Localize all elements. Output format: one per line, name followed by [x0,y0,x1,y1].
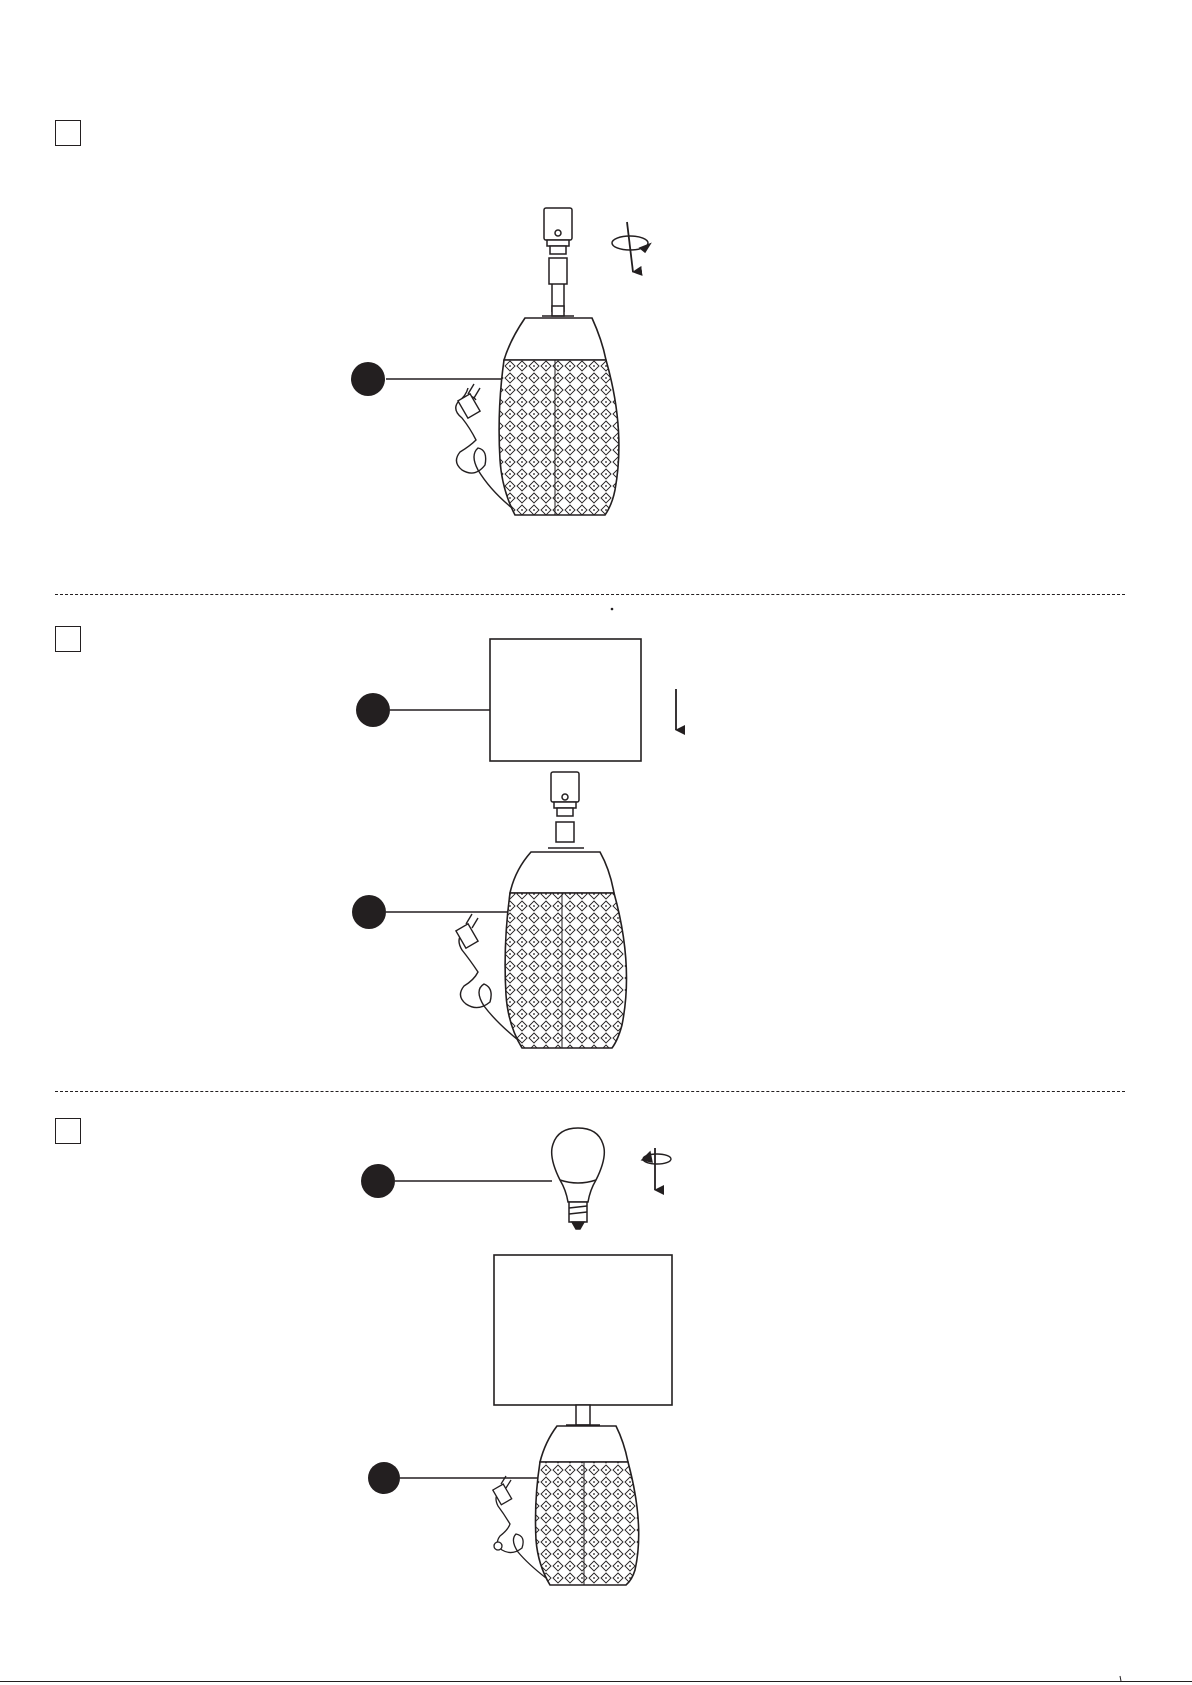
lamp-base [499,318,619,515]
part-callout-marker [352,895,386,929]
lamp-base [505,852,626,1048]
lamp-neck [576,1405,590,1425]
part-callout-marker [361,1164,395,1198]
lamp-base [536,1426,639,1585]
part-callout-marker [356,693,390,727]
step-2-illustration [352,639,676,1048]
corner-tick [1120,1676,1121,1681]
lamp-shade [490,639,641,761]
step-1-illustration [351,208,650,515]
down-arrow-icon [627,222,633,272]
stray-mark [611,608,614,611]
part-callout-marker [351,362,385,396]
light-bulb [552,1128,605,1229]
lamp-shade [494,1255,672,1405]
lamp-socket [542,208,574,316]
rotate-arrow-icon [642,1152,671,1164]
step-3-illustration [361,1128,672,1585]
lamp-socket [548,772,584,848]
part-callout-marker [368,1462,400,1494]
